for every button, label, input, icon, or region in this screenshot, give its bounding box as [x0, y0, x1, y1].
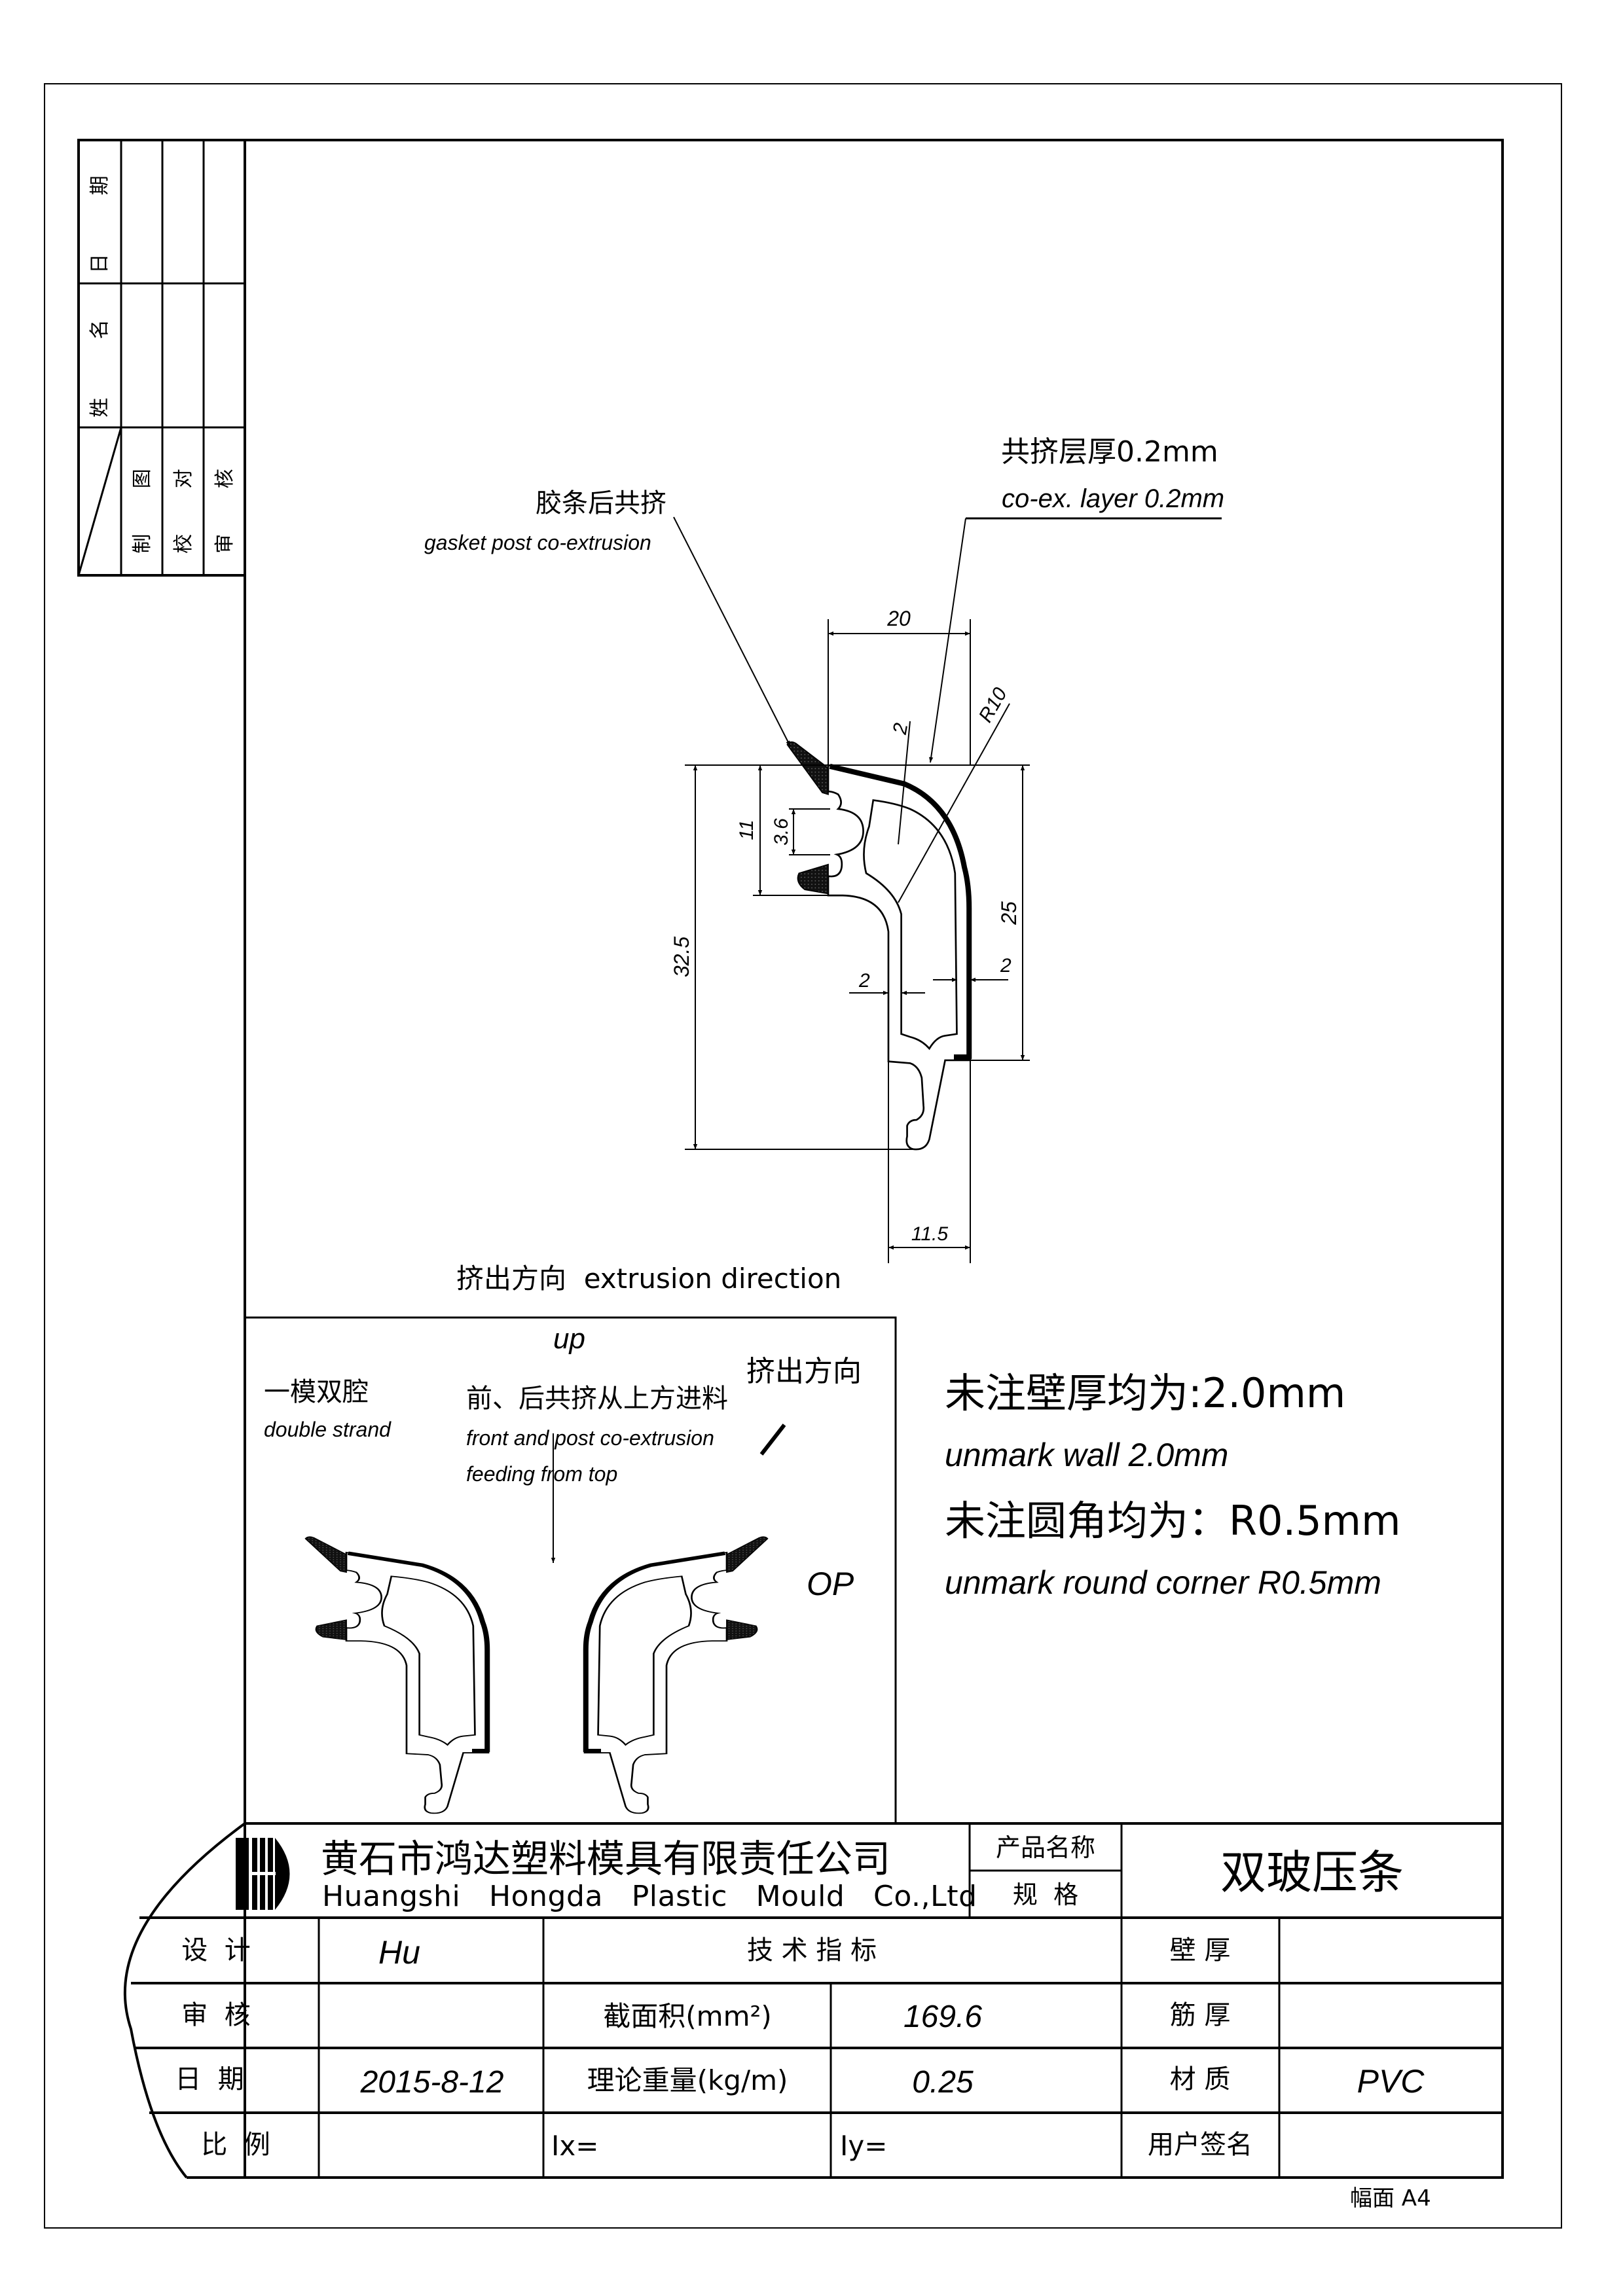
note-corner-en: unmark round corner R0.5mm [945, 1564, 1381, 1601]
scale-label: 比 例 [201, 2130, 270, 2160]
profile-strand-left [305, 1537, 488, 1813]
margin-row-drawn: 制 图 [131, 449, 154, 554]
profile-strand-right [585, 1537, 768, 1813]
die-layout-box: up 一模双腔 double strand 前、后共挤从上方进料 front a… [244, 1316, 897, 1825]
up-label: up [553, 1323, 585, 1355]
dim-height-25: 25 [997, 901, 1021, 925]
wall-label: 壁 厚 [1170, 1935, 1231, 1965]
material-label: 材 质 [1170, 2064, 1231, 2094]
margin-row-reviewed: 审 核 [213, 449, 236, 554]
feed-note-cn: 前、后共挤从上方进料 [466, 1384, 728, 1414]
dim-height-11: 11 [736, 819, 757, 840]
sheet-size-label: 幅面 A4 [1350, 2185, 1431, 2212]
feed-note-en-2: feeding from top [466, 1462, 617, 1486]
tech-spec-label: 技 术 指 标 [747, 1935, 877, 1965]
user-signature-label: 用户签名 [1148, 2130, 1252, 2160]
feed-note-en-1: front and post co-extrusion [466, 1426, 714, 1450]
extrusion-arrow [759, 1424, 786, 1456]
profile-main [787, 742, 970, 1149]
date-value: 2015-8-12 [360, 2065, 504, 2100]
weight-label: 理论重量(kg/m) [587, 2064, 788, 2096]
note-wall-en: unmark wall 2.0mm [945, 1437, 1228, 1473]
company-name-cn: 黄石市鸿达塑料模具有限责任公司 [321, 1837, 890, 1881]
extrusion-direction-title: 挤出方向 extrusion direction [456, 1263, 841, 1295]
product-name: 双玻压条 [1220, 1846, 1404, 1899]
company-logo [236, 1838, 290, 1910]
coex-note-en: co-ex. layer 0.2mm [1002, 484, 1224, 513]
margin-signature-table: 日 期 姓 名 制 图 校 对 审 核 [77, 139, 246, 577]
double-strand-en: double strand [264, 1418, 392, 1441]
title-block: 黄石市鸿达塑料模具有限责任公司 Huangshi Hongda Plastic … [123, 1822, 1503, 2179]
company-name-en: Huangshi Hongda Plastic Mould Co.,Ltd [322, 1880, 977, 1913]
date-label: 日 期 [175, 2064, 244, 2094]
op-label: OP [807, 1566, 854, 1602]
iy-label: Iy= [840, 2130, 887, 2162]
spec-label: 规 格 [1013, 1880, 1078, 1909]
area-value: 169.6 [903, 2000, 982, 2034]
designer-value: Hu [378, 1934, 420, 1971]
note-wall-cn: 未注壁厚均为:2.0mm [945, 1369, 1345, 1417]
material-value: PVC [1357, 2063, 1425, 2100]
coex-note-cn: 共挤层厚0.2mm [1001, 435, 1218, 469]
double-strand-cn: 一模双腔 [264, 1377, 369, 1407]
review-label: 审 核 [181, 2000, 250, 2030]
dim-width-20: 20 [886, 607, 911, 630]
extrusion-direction-cn: 挤出方向 [746, 1355, 862, 1388]
dim-wall-right: 2 [1000, 955, 1012, 977]
dim-wall-top: 2 [889, 721, 913, 736]
margin-row-checked: 校 对 [172, 449, 195, 554]
margin-date-label: 日 期 [88, 149, 111, 274]
weight-value: 0.25 [912, 2065, 974, 2100]
dim-wall-left: 2 [858, 970, 870, 992]
outer-border [44, 83, 1562, 2229]
gasket-note-cn: 胶条后共挤 [536, 488, 666, 518]
profile-section-drawing: 共挤层厚0.2mm co-ex. layer 0.2mm 胶条后共挤 gaske… [424, 435, 1224, 1263]
product-name-label: 产品名称 [996, 1833, 1095, 1862]
note-corner-cn: 未注圆角均为：R0.5mm [945, 1497, 1400, 1545]
dim-width-11-5: 11.5 [911, 1223, 948, 1245]
dim-radius-r10: R10 [975, 684, 1012, 726]
area-label: 截面积(mm²) [603, 2000, 771, 2032]
dim-height-3-6: 3.6 [771, 818, 792, 846]
margin-name-label: 姓 名 [88, 293, 111, 418]
gasket-note-en: gasket post co-extrusion [424, 531, 651, 554]
ix-label: Ix= [551, 2130, 598, 2162]
dim-height-32-5: 32.5 [670, 937, 693, 977]
rib-label: 筋 厚 [1170, 2000, 1231, 2030]
design-label: 设 计 [181, 1935, 250, 1965]
